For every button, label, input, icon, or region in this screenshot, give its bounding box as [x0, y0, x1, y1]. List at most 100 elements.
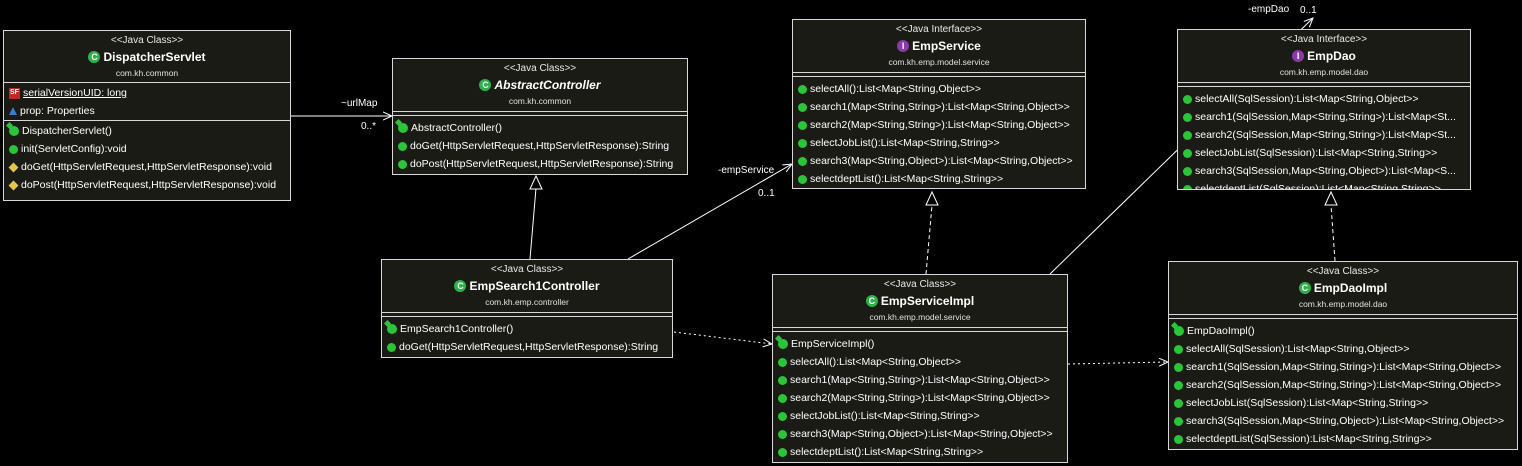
method-row[interactable]: EmpSearch1Controller(): [382, 320, 672, 338]
method-row[interactable]: doGet(HttpServletRequest,HttpServletResp…: [393, 137, 687, 155]
method-row[interactable]: EmpDaoImpl(): [1169, 322, 1517, 340]
public-method-icon: [398, 141, 407, 151]
method-row[interactable]: search2(Map<String,String>):List<Map<Str…: [773, 389, 1067, 407]
method-row[interactable]: selectJobList():List<Map<String,String>>: [773, 407, 1067, 425]
public-method-icon: [1174, 380, 1183, 390]
public-method-icon: [798, 84, 807, 94]
public-method-icon: [798, 102, 807, 112]
method-row[interactable]: search2(Map<String,String>):List<Map<Str…: [793, 116, 1085, 134]
method-row[interactable]: selectAll(SqlSession):List<Map<String,Ob…: [1169, 340, 1517, 358]
empdao-role-label: -empDao: [1248, 4, 1290, 15]
method-row[interactable]: doPost(HttpServletRequest,HttpServletRes…: [4, 176, 290, 194]
method-row[interactable]: EmpServiceImpl(): [773, 335, 1067, 353]
method-row[interactable]: search3(SqlSession,Map<String,Object>):L…: [1169, 412, 1517, 430]
public-method-icon: [9, 144, 18, 154]
public-method-icon: [778, 393, 787, 403]
field-row[interactable]: prop: Properties: [4, 102, 290, 120]
method-row[interactable]: selectdeptList(SqlSession):List<Map<Stri…: [1178, 180, 1470, 189]
method-row[interactable]: selectJobList():List<Map<String,String>>: [793, 134, 1085, 152]
class-icon: C: [865, 295, 878, 307]
method-row[interactable]: selectAll():List<Map<String,Object>>: [793, 80, 1085, 98]
dependency-serviceimpl: [673, 331, 772, 344]
public-method-icon: [778, 411, 787, 421]
public-method-icon: [1183, 94, 1192, 104]
public-method-icon: [1174, 398, 1183, 408]
protected-method-icon: [8, 162, 19, 172]
stereotype: <<Java Class>>: [110, 35, 184, 46]
protected-method-icon: [8, 180, 19, 190]
stereotype: <<Java Interface>>: [1280, 34, 1368, 45]
package-name: com.kh.emp.model.dao: [1298, 299, 1388, 309]
method-row[interactable]: selectJobList(SqlSession):List<Map<Strin…: [1178, 144, 1470, 162]
class-icon: C: [479, 79, 492, 91]
method-row[interactable]: doGet(HttpServletRequest,HttpServletResp…: [4, 158, 290, 176]
empdao-multiplicity-label: 0..1: [1300, 5, 1317, 16]
urlmap-role-label: ~urlMap: [341, 98, 378, 109]
method-row[interactable]: AbstractController(): [393, 119, 687, 137]
method-row[interactable]: selectJobList(SqlSession):List<Map<Strin…: [1169, 394, 1517, 412]
empservice-multiplicity-label: 0..1: [758, 188, 775, 199]
package-name: com.kh.common: [115, 68, 179, 78]
method-row[interactable]: search2(SqlSession,Map<String,String>):L…: [1178, 126, 1470, 144]
package-name: com.kh.common: [508, 96, 572, 106]
method-row[interactable]: selectdeptList():List<Map<String,String>…: [793, 170, 1085, 188]
stereotype: <<Java Class>>: [1306, 266, 1380, 277]
method-row[interactable]: search1(Map<String,String>):List<Map<Str…: [773, 371, 1067, 389]
method-row[interactable]: init(ServletConfig):void: [4, 140, 290, 158]
public-method-icon: [1183, 166, 1192, 176]
urlmap-multiplicity-label: 0..*: [361, 121, 377, 132]
dependency-daoimpl: [1067, 362, 1168, 364]
package-name: com.kh.emp.controller: [485, 297, 569, 307]
method-row[interactable]: selectdeptList(SqlSession):List<Map<Stri…: [1169, 430, 1517, 448]
public-method-icon: [398, 159, 407, 169]
method-row[interactable]: DispatcherServlet(): [4, 122, 290, 140]
public-method-icon: [1183, 130, 1192, 140]
class-icon: C: [1298, 282, 1311, 294]
realization-empdao-head: [1324, 190, 1338, 206]
constructor-icon: [398, 123, 408, 133]
constructor-icon: [9, 126, 19, 136]
public-method-icon: [1183, 148, 1192, 158]
method-row[interactable]: search3(Map<String,Object>):List<Map<Str…: [773, 425, 1067, 443]
public-method-icon: [798, 174, 807, 184]
method-row[interactable]: doPost(HttpServletRequest,HttpServletRes…: [393, 155, 687, 173]
method-row[interactable]: selectdeptList():List<Map<String,String>…: [773, 443, 1067, 461]
method-row[interactable]: search3(Map<String,Object>):List<Map<Str…: [793, 152, 1085, 170]
interface-icon: I: [897, 40, 910, 52]
public-method-icon: [778, 375, 787, 385]
method-row[interactable]: search1(Map<String,String>):List<Map<Str…: [793, 98, 1085, 116]
constructor-icon: [778, 339, 788, 349]
method-row[interactable]: search1(SqlSession,Map<String,String>):L…: [1178, 108, 1470, 126]
method-row[interactable]: selectAll(SqlSession):List<Map<String,Ob…: [1178, 90, 1470, 108]
public-method-icon: [1174, 416, 1183, 426]
constructor-icon: [387, 324, 397, 334]
stereotype: <<Java Class>>: [503, 63, 577, 74]
method-row[interactable]: search1(SqlSession,Map<String,String>):L…: [1169, 358, 1517, 376]
method-row[interactable]: search3(SqlSession,Map<String,Object>):L…: [1178, 162, 1470, 180]
method-row[interactable]: search2(SqlSession,Map<String,String>):L…: [1169, 376, 1517, 394]
public-method-icon: [1174, 362, 1183, 372]
public-method-icon: [387, 342, 396, 352]
public-method-icon: [778, 357, 787, 367]
method-row[interactable]: doGet(HttpServletRequest,HttpServletResp…: [382, 338, 672, 356]
public-method-icon: [778, 429, 787, 439]
package-field-icon: [9, 107, 17, 115]
generalization-controller: [529, 187, 537, 260]
method-row[interactable]: selectAll():List<Map<String,Object>>: [773, 353, 1067, 371]
stereotype: <<Java Interface>>: [895, 24, 983, 35]
public-method-icon: [798, 138, 807, 148]
